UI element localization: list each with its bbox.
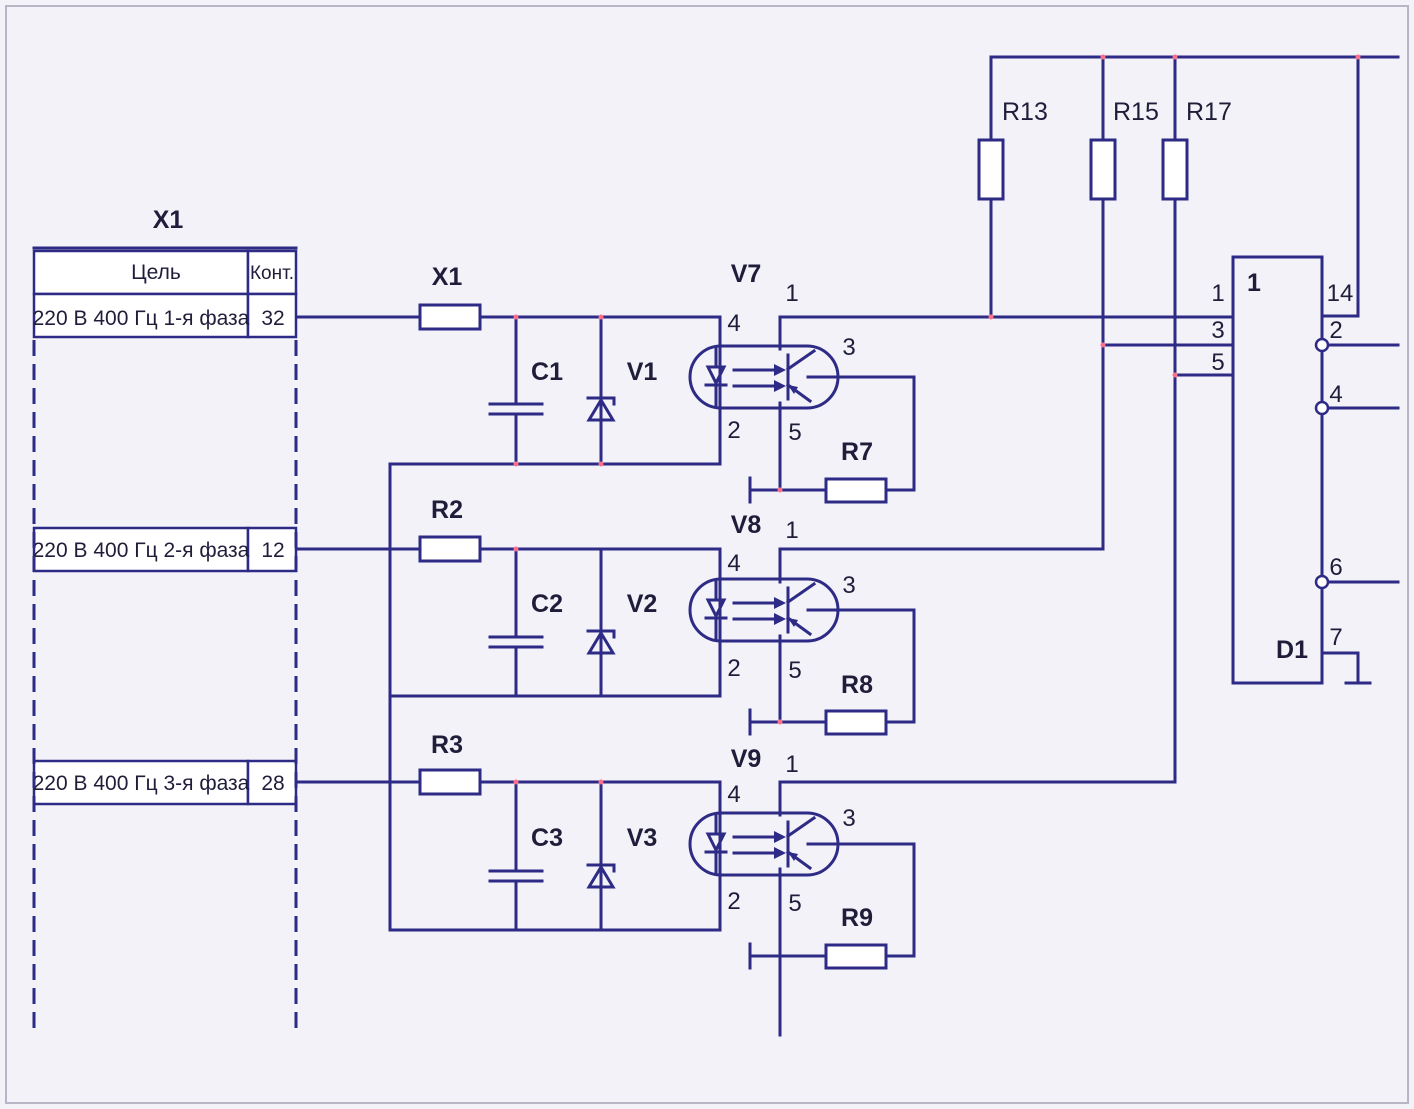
label-r9: R9 — [841, 904, 873, 932]
label-v3: V3 — [627, 824, 658, 852]
ic-pin-in-1: 1 — [1211, 280, 1224, 307]
svg-text:3: 3 — [842, 805, 855, 832]
label-r7: R7 — [841, 438, 873, 466]
optocoupler-v7: V7 4 2 1 3 5 — [688, 260, 856, 446]
label-r3: R3 — [431, 731, 463, 759]
optocoupler-v8: V8 4 2 1 3 5 — [688, 511, 856, 684]
svg-text:3: 3 — [842, 334, 855, 361]
label-x1: X1 — [432, 263, 463, 291]
ic-pin-14: 14 — [1327, 280, 1354, 307]
load-resistors: R7 R8 R9 — [824, 438, 888, 970]
resistor-r8 — [824, 709, 888, 736]
resistor-r3 — [418, 768, 482, 796]
ic-pin-6: 6 — [1329, 554, 1342, 581]
label-c2: C2 — [531, 590, 563, 618]
label-c3: C3 — [531, 824, 563, 852]
label-r17: R17 — [1186, 98, 1232, 126]
resistor-r7 — [824, 477, 888, 504]
header-circuit: Цель — [131, 261, 181, 284]
label-c1: C1 — [531, 358, 563, 386]
row-1-circuit: 220 В 400 Гц 1-я фаза — [33, 307, 250, 330]
channel-wiring — [296, 55, 1400, 1037]
resistor-r2 — [418, 535, 482, 563]
optocoupler-v9: V9 4 2 1 3 5 — [688, 745, 856, 917]
label-r8: R8 — [841, 671, 873, 699]
resistor-r13 — [977, 138, 1005, 201]
resistor-r17 — [1161, 138, 1189, 201]
resistor-r9 — [824, 943, 888, 970]
svg-text:4: 4 — [727, 550, 740, 577]
pullup-resistors: R13 R15 R17 — [977, 98, 1232, 201]
svg-text:2: 2 — [727, 655, 740, 682]
svg-text:2: 2 — [727, 888, 740, 915]
ic-function: 1 — [1247, 269, 1261, 297]
label-r15: R15 — [1113, 98, 1159, 126]
ic-pin-in-3: 3 — [1211, 317, 1224, 344]
diodes: V1 V2 V3 — [586, 358, 658, 889]
ic-pin-4: 4 — [1329, 381, 1342, 408]
ic-designator: D1 — [1276, 636, 1308, 664]
row-1-contact: 32 — [261, 307, 284, 330]
row-2-circuit: 220 В 400 Гц 2-я фаза — [33, 539, 250, 562]
capacitors: C1 C2 C3 — [488, 358, 563, 883]
svg-text:V8: V8 — [731, 511, 762, 539]
svg-text:3: 3 — [842, 572, 855, 599]
inverting-output-2-icon — [1314, 337, 1330, 353]
ic-pin-in-5: 5 — [1211, 349, 1224, 376]
label-r2: R2 — [431, 496, 463, 524]
svg-text:5: 5 — [788, 890, 801, 917]
series-resistors: X1 R2 R3 — [418, 263, 482, 796]
connector-designator: X1 — [153, 206, 184, 234]
row-3-contact: 28 — [261, 772, 284, 795]
svg-text:1: 1 — [785, 517, 798, 544]
ic-pin-2: 2 — [1329, 317, 1342, 344]
header-contact: Конт. — [250, 263, 294, 284]
ic-pin-7: 7 — [1329, 624, 1342, 651]
svg-text:4: 4 — [727, 781, 740, 808]
label-v2: V2 — [627, 590, 658, 618]
connector-table: X1 Цель Конт. 220 В 400 Гц 1-я фаза 32 2… — [32, 206, 298, 1035]
junction-dots — [513, 54, 1361, 785]
label-r13: R13 — [1002, 98, 1048, 126]
resistor-r15 — [1089, 138, 1117, 201]
svg-text:2: 2 — [727, 417, 740, 444]
ic-d1: 1 D1 1 3 5 14 2 4 6 7 — [1211, 255, 1354, 685]
svg-text:5: 5 — [788, 657, 801, 684]
svg-text:1: 1 — [785, 280, 798, 307]
svg-text:V7: V7 — [731, 260, 762, 288]
inverting-output-4-icon — [1314, 400, 1330, 416]
svg-text:5: 5 — [788, 419, 801, 446]
inverting-output-6-icon — [1314, 574, 1330, 590]
svg-text:V9: V9 — [731, 745, 762, 773]
svg-text:4: 4 — [727, 310, 740, 337]
row-3-circuit: 220 В 400 Гц 3-я фаза — [33, 772, 250, 795]
label-v1: V1 — [627, 358, 658, 386]
svg-text:1: 1 — [785, 751, 798, 778]
resistor-x1 — [418, 303, 482, 331]
row-2-contact: 12 — [261, 539, 284, 562]
